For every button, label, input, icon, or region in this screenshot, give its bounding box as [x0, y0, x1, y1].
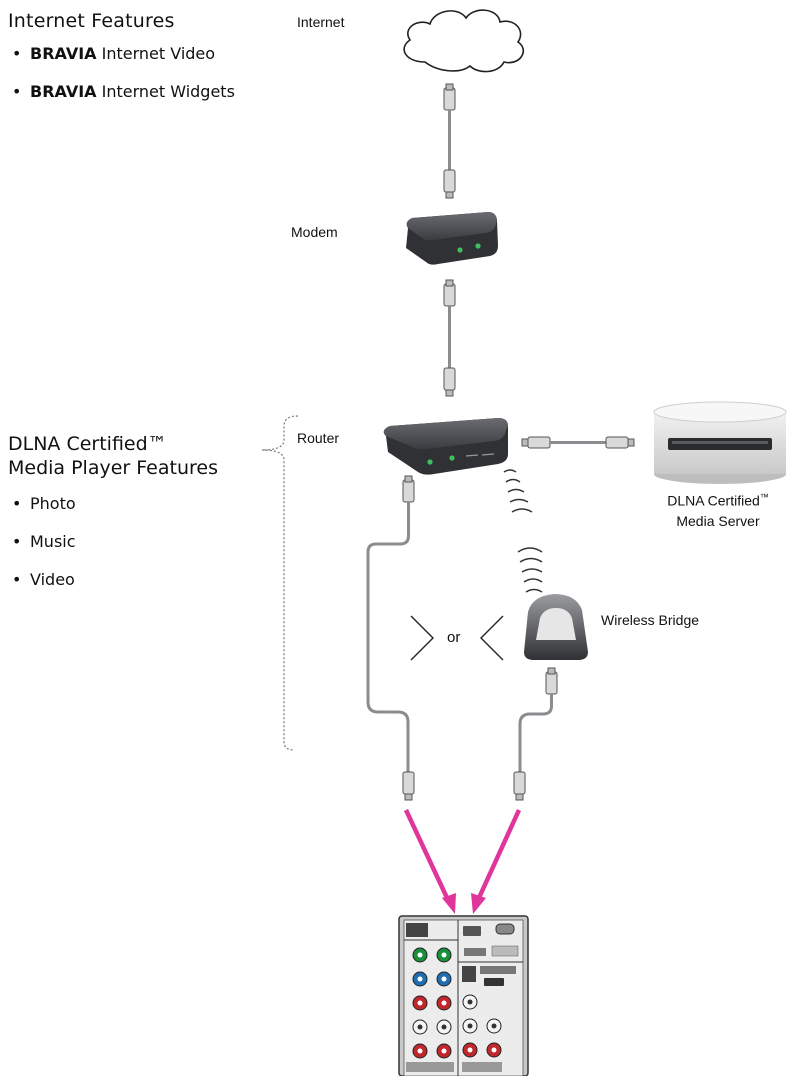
internet-feature-video: •BRAVIA Internet Video [12, 44, 216, 63]
router-label: Router [297, 430, 340, 446]
connection-arrows [403, 809, 522, 914]
ethernet-cable-1 [443, 83, 456, 199]
tv-back-panel [398, 915, 529, 1076]
ethernet-cable-bridge-tv [513, 667, 558, 801]
dlna-features-title: DLNA Certified™ Media Player Features [8, 433, 218, 479]
router-icon [383, 418, 508, 475]
brand-label: BRAVIA [30, 82, 97, 101]
dlna-feature-photo: •Photo [12, 494, 76, 513]
ethernet-cable-2 [443, 279, 456, 397]
internet-label: Internet [297, 14, 345, 30]
wireless-bridge-label: Wireless Bridge [601, 612, 700, 628]
or-brackets [410, 615, 504, 661]
internet-features-title: Internet Features [8, 10, 175, 32]
modem-icon [406, 212, 498, 265]
dlna-bracket [261, 415, 299, 751]
brand-label: BRAVIA [30, 44, 97, 63]
internet-cloud-icon [403, 9, 524, 73]
dlna-feature-music: •Music [12, 532, 76, 551]
modem-label: Modem [291, 224, 338, 240]
or-label: or [447, 629, 461, 646]
internet-feature-widgets: •BRAVIA Internet Widgets [12, 82, 235, 101]
wireless-signal-icon [517, 547, 543, 593]
wireless-signal-icon [503, 469, 533, 513]
media-server-icon [653, 401, 787, 484]
dlna-feature-video: •Video [12, 570, 75, 589]
wireless-bridge-icon [524, 594, 588, 660]
ethernet-cable-router-tv [366, 475, 415, 801]
media-server-label: DLNA Certified™ Media Server [667, 492, 769, 529]
ethernet-cable-server [521, 436, 635, 449]
